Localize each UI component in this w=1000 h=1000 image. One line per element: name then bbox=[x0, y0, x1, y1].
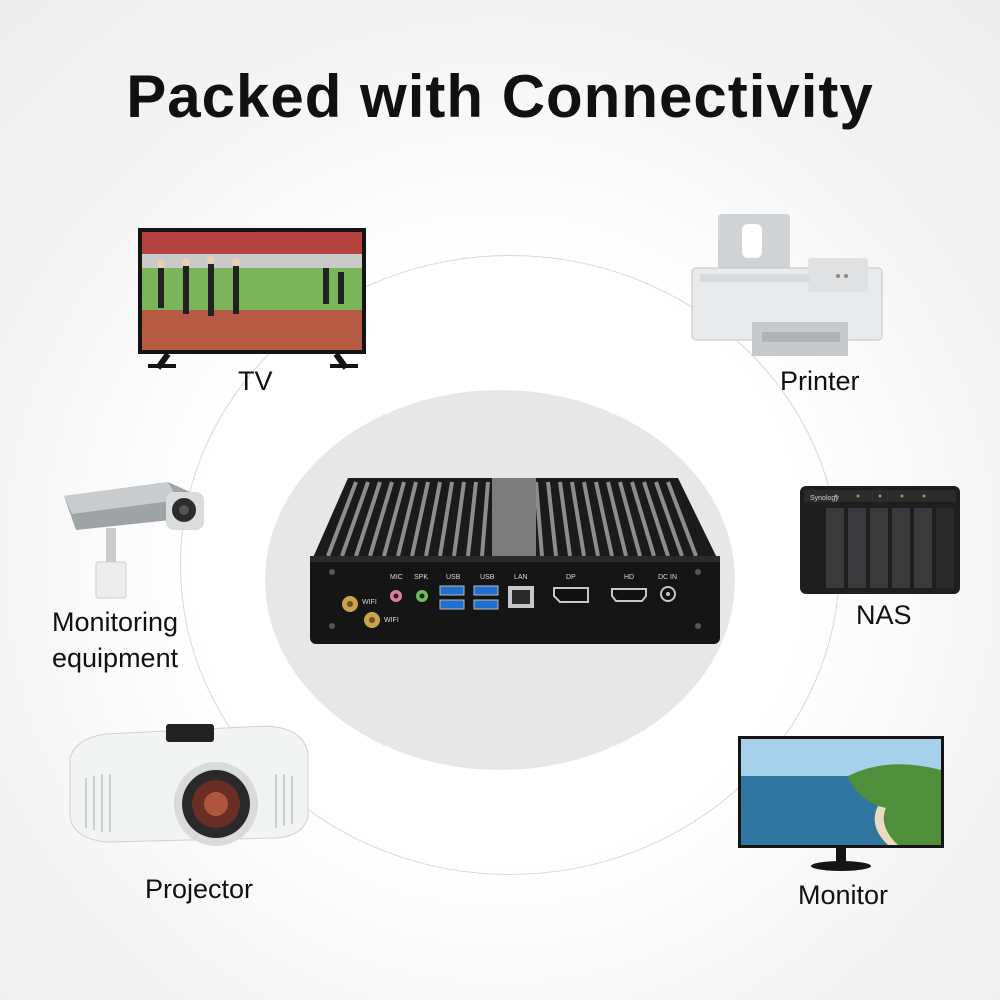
monitoring-label-line1: Monitoring bbox=[52, 607, 179, 637]
hdmi-port bbox=[611, 588, 647, 602]
projector-icon bbox=[69, 724, 309, 846]
printer-icon bbox=[691, 214, 883, 356]
port-label-wifi-1: WIFI bbox=[362, 599, 377, 606]
usb-port bbox=[439, 585, 465, 596]
tv-label: TV bbox=[238, 366, 273, 396]
nas-icon: Synology bbox=[800, 486, 960, 594]
port-label-hd: HD bbox=[624, 574, 634, 581]
printer-label: Printer bbox=[780, 366, 860, 396]
page-title: Packed with Connectivity bbox=[126, 63, 874, 130]
nas-label: NAS bbox=[856, 600, 912, 630]
tv-icon bbox=[138, 228, 366, 370]
security-camera-icon bbox=[64, 482, 204, 599]
port-label-dc-in: DC IN bbox=[658, 574, 677, 581]
usb-port bbox=[473, 599, 499, 610]
port-label-lan: LAN bbox=[514, 574, 528, 581]
port-label-usb-1: USB bbox=[446, 574, 461, 581]
monitor-label: Monitor bbox=[798, 880, 889, 910]
monitoring-label: Monitoring equipment bbox=[52, 604, 178, 676]
usb-port bbox=[439, 599, 465, 610]
port-label-wifi-2: WIFI bbox=[384, 617, 399, 624]
displayport-port bbox=[553, 587, 589, 603]
monitoring-label-line2: equipment bbox=[52, 643, 179, 673]
port-label-spk: SPK bbox=[414, 574, 428, 581]
port-label-usb-2: USB bbox=[480, 574, 495, 581]
nas-brand-text: Synology bbox=[810, 495, 839, 502]
port-label-dp: DP bbox=[566, 574, 576, 581]
monitor-icon bbox=[738, 736, 944, 871]
port-label-mic: MIC bbox=[390, 574, 403, 581]
projector-label: Projector bbox=[145, 874, 254, 904]
mini-pc-image: WIFI WIFI MIC SPK USB USB LAN DP HD DC I… bbox=[310, 478, 720, 644]
usb-port bbox=[473, 585, 499, 596]
